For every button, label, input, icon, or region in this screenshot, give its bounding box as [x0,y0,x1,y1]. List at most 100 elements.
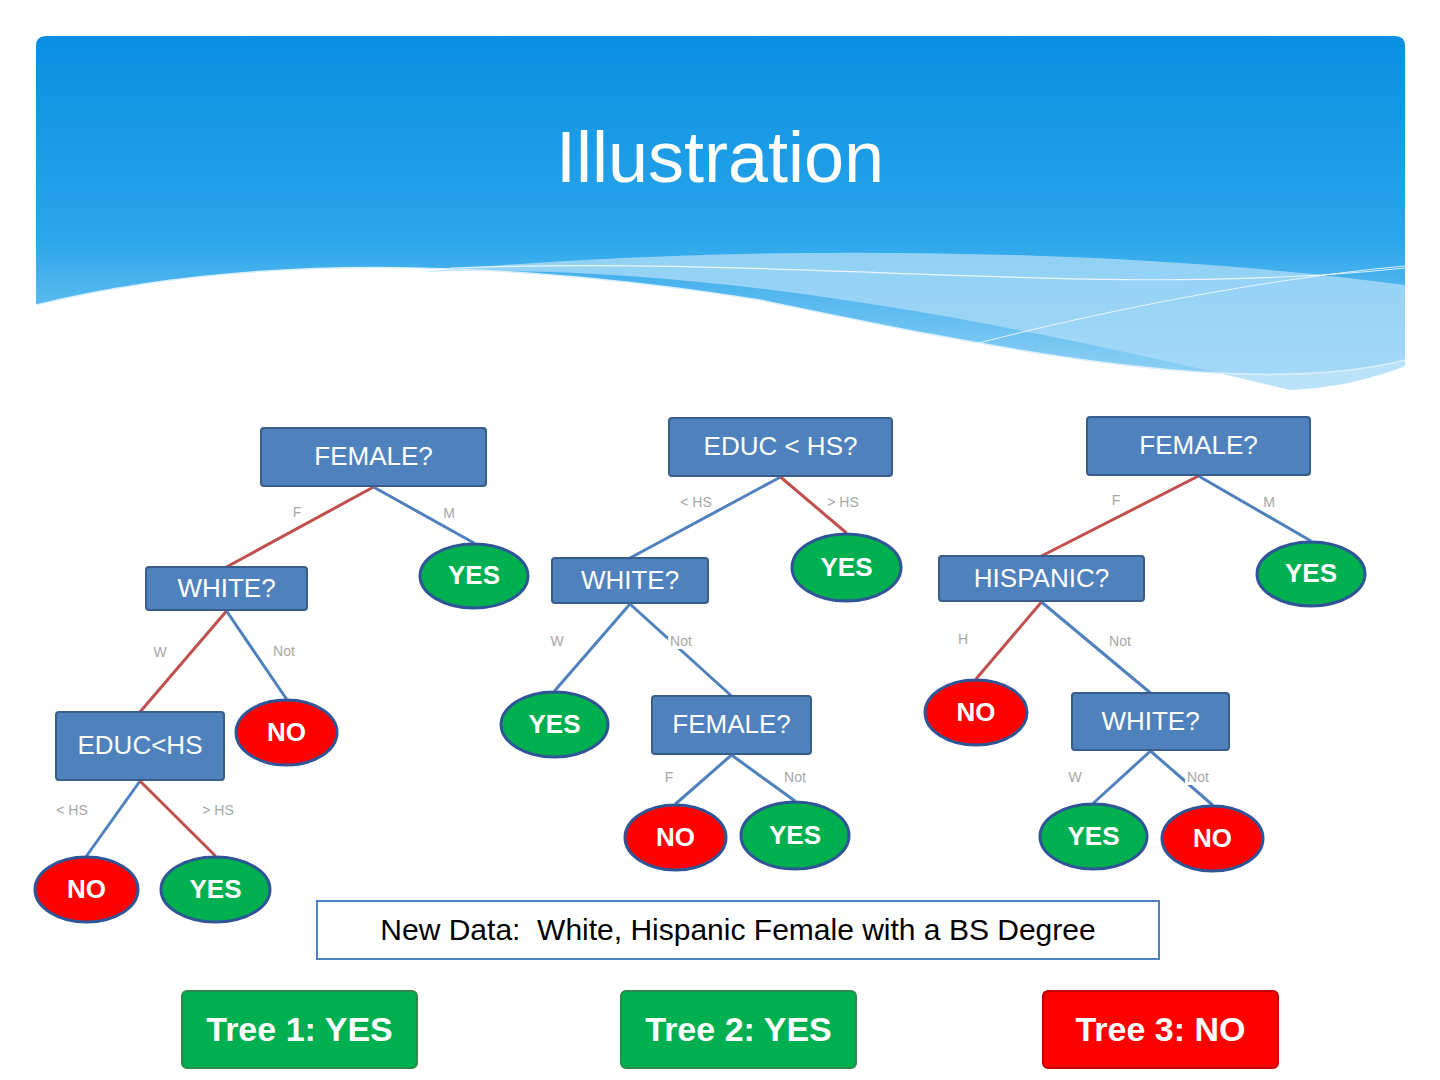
node-label: WHITE? [177,574,275,604]
node-label: WHITE? [1101,707,1199,737]
decision-box: HISPANIC? [938,555,1145,602]
yes-leaf: YES [418,542,530,610]
tree-branch [1042,602,1151,693]
node-label: WHITE? [581,566,679,596]
slide-title: Illustration [556,116,884,198]
yes-leaf: YES [790,532,903,603]
branch-label: W [548,633,565,649]
result-box: Tree 3: NO [1042,990,1279,1069]
new-data-box: New Data: White, Hispanic Female with a … [316,900,1160,960]
tree-branch [1094,751,1151,803]
decision-box: EDUC<HS [55,711,225,781]
branch-label: M [441,505,457,521]
node-label: YES [769,821,821,851]
decision-box: EDUC < HS? [668,417,893,477]
node-label: Tree 3: NO [1075,1010,1245,1049]
tree-branch [630,477,781,558]
leaf-oval-shape [741,802,849,869]
tree-branch [1042,476,1199,556]
decision-box: FEMALE? [260,427,487,487]
node-label: Tree 1: YES [206,1010,393,1049]
branch-label: W [1066,769,1083,785]
tree-branch [227,487,374,567]
leaf-oval-shape [236,700,337,765]
node-label: YES [1285,559,1337,589]
banner-wave [420,253,1405,390]
tree-branch [555,604,631,691]
node-label: FEMALE? [314,442,433,472]
branch-label: Not [782,769,808,785]
leaf-oval-shape [792,534,901,601]
leaf-oval-shape [1162,806,1263,871]
yes-leaf: YES [159,855,272,924]
node-label: YES [1067,822,1119,852]
branch-label: H [956,631,970,647]
yes-leaf: YES [1038,802,1149,871]
branch-label: Not [1107,633,1133,649]
branch-label: W [151,644,168,660]
leaf-oval-shape [501,692,608,757]
yes-leaf: YES [499,690,610,759]
branch-label: > HS [200,802,236,818]
node-label: FEMALE? [1139,431,1258,461]
node-label: NO [957,698,996,728]
leaf-oval-shape [1257,542,1365,606]
no-leaf: NO [33,855,140,924]
tree-branch [1151,751,1213,805]
leaf-oval-shape [35,857,138,922]
branch-label: Not [271,643,297,659]
branch-label: M [1261,494,1277,510]
node-label: NO [67,875,106,905]
leaf-oval-shape [925,680,1027,745]
leaf-oval-shape [625,805,726,870]
yes-leaf: YES [739,800,851,871]
node-label: FEMALE? [672,710,791,740]
no-leaf: NO [623,803,728,872]
tree-branch [140,781,216,856]
yes-leaf: YES [1255,540,1367,608]
leaf-oval-shape [161,857,270,922]
no-leaf: NO [234,698,339,767]
node-label: YES [528,710,580,740]
no-leaf: NO [923,678,1029,747]
branch-label: F [291,504,304,520]
decision-box: WHITE? [1071,692,1230,751]
decision-box: WHITE? [551,557,709,604]
branch-label: Not [1185,769,1211,785]
node-label: NO [267,718,306,748]
node-label: Tree 2: YES [645,1010,832,1049]
node-label: NO [656,823,695,853]
branch-label: < HS [54,802,90,818]
banner-wave-line [880,266,1405,370]
decision-box: FEMALE? [651,695,812,755]
branch-label: Not [668,633,694,649]
branch-label: F [1110,492,1123,508]
node-label: EDUC<HS [78,731,203,761]
node-label: YES [189,875,241,905]
tree-branch [976,602,1042,679]
tree-branch [374,487,475,543]
decision-box: FEMALE? [1086,416,1311,476]
branch-label: F [663,769,676,785]
tree-branch [676,755,732,804]
tree-branch [1199,476,1312,541]
result-box: Tree 2: YES [620,990,857,1069]
node-label: EDUC < HS? [704,432,858,462]
branch-label: < HS [678,494,714,510]
node-label: YES [448,561,500,591]
decision-box: WHITE? [145,566,308,611]
result-box: Tree 1: YES [181,990,418,1069]
node-label: New Data: White, Hispanic Female with a … [380,913,1095,948]
node-label: NO [1193,824,1232,854]
tree-branch [140,611,227,712]
leaf-oval-shape [420,544,528,608]
node-label: YES [820,553,872,583]
banner-wave-line [36,268,1405,375]
banner-wave-line [450,266,1405,280]
leaf-oval-shape [1040,804,1147,869]
tree-branch [630,604,732,696]
tree-branch [87,781,141,856]
branch-label: > HS [825,494,861,510]
node-label: HISPANIC? [974,564,1109,594]
no-leaf: NO [1160,804,1265,873]
